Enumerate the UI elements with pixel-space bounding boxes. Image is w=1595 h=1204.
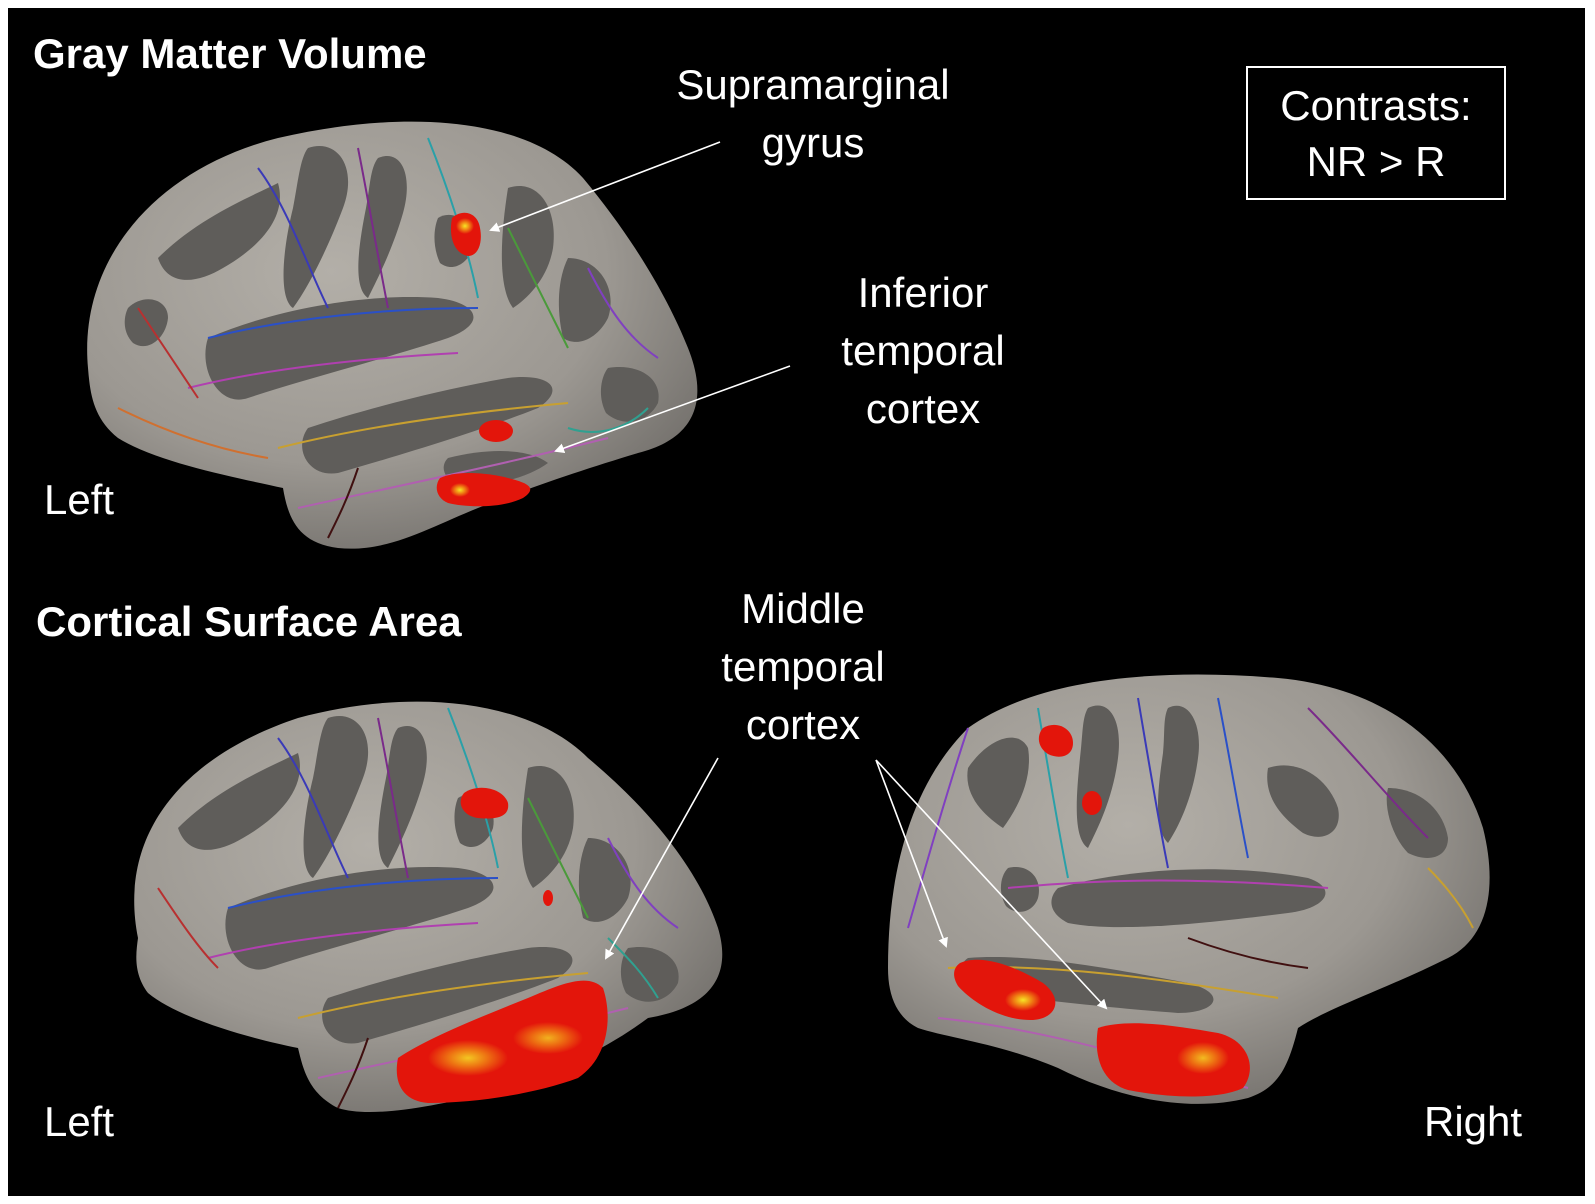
annotation-middle-temporal-line3: cortex: [745, 701, 861, 748]
annotation-arrows: [489, 141, 1108, 1010]
arrow-middle-temporal-right-anterior: [875, 759, 948, 948]
panel-title-cortical-surface-area: Cortical Surface Area: [36, 598, 462, 645]
activation-supramarginal-peak: [456, 218, 474, 234]
activation-middle-temporal-right-anterior-peak: [1005, 989, 1041, 1011]
activation-supramarginal-csa: [460, 787, 509, 819]
top-left-hemisphere: [87, 121, 698, 549]
activation-middle-temporal-left-peak2: [513, 1022, 583, 1054]
activation-right-superior: [1038, 724, 1073, 757]
activation-inferior-temporal-upper: [479, 420, 513, 442]
annotation-supramarginal-line2: gyrus: [761, 119, 865, 166]
activation-small-focus: [543, 890, 553, 906]
annotation-middle-temporal-line1: Middle: [741, 585, 865, 632]
annotation-supramarginal-line1: Supramarginal: [676, 61, 950, 108]
top-left-parcellation: [117, 137, 659, 539]
activation-middle-temporal-right-posterior: [1096, 1023, 1250, 1097]
hemisphere-label-bottom-left: Left: [44, 1098, 115, 1145]
arrow-supramarginal: [489, 141, 721, 232]
annotation-middle-temporal: Middle temporal cortex: [688, 580, 918, 754]
brain-figure: [87, 121, 1490, 1113]
annotation-inferior-temporal-line3: cortex: [865, 385, 981, 432]
contrast-legend-label: Contrasts:: [1280, 82, 1472, 129]
contrast-legend-value: NR > R: [1306, 138, 1446, 185]
activation-inferior-temporal-lower: [436, 473, 531, 507]
hemisphere-label-bottom-right: Right: [1424, 1098, 1523, 1145]
panel-title-gray-matter-volume: Gray Matter Volume: [33, 30, 427, 77]
annotation-middle-temporal-line2: temporal: [721, 643, 885, 690]
annotation-inferior-temporal-line1: Inferior: [857, 269, 989, 316]
annotation-inferior-temporal-line2: temporal: [841, 327, 1005, 374]
contrast-legend: Contrasts: NR > R: [1246, 66, 1506, 200]
annotation-supramarginal: Supramarginal gyrus: [648, 56, 978, 172]
bottom-right-hemisphere: [888, 674, 1490, 1104]
activation-inferior-temporal-peak: [450, 483, 470, 497]
bottom-left-hemisphere: [134, 701, 723, 1113]
arrow-inferior-temporal: [554, 365, 791, 453]
activation-right-middle-small: [1082, 791, 1102, 815]
activation-middle-temporal-left-peak: [428, 1040, 508, 1076]
arrow-middle-temporal-left: [605, 757, 719, 960]
activation-middle-temporal-right-posterior-peak: [1177, 1042, 1229, 1074]
hemisphere-label-top-left: Left: [44, 476, 115, 523]
figure-canvas: Gray Matter Volume Cortical Surface Area…: [8, 8, 1585, 1196]
annotation-inferior-temporal: Inferior temporal cortex: [808, 264, 1038, 438]
arrow-middle-temporal-right-posterior: [875, 759, 1108, 1010]
